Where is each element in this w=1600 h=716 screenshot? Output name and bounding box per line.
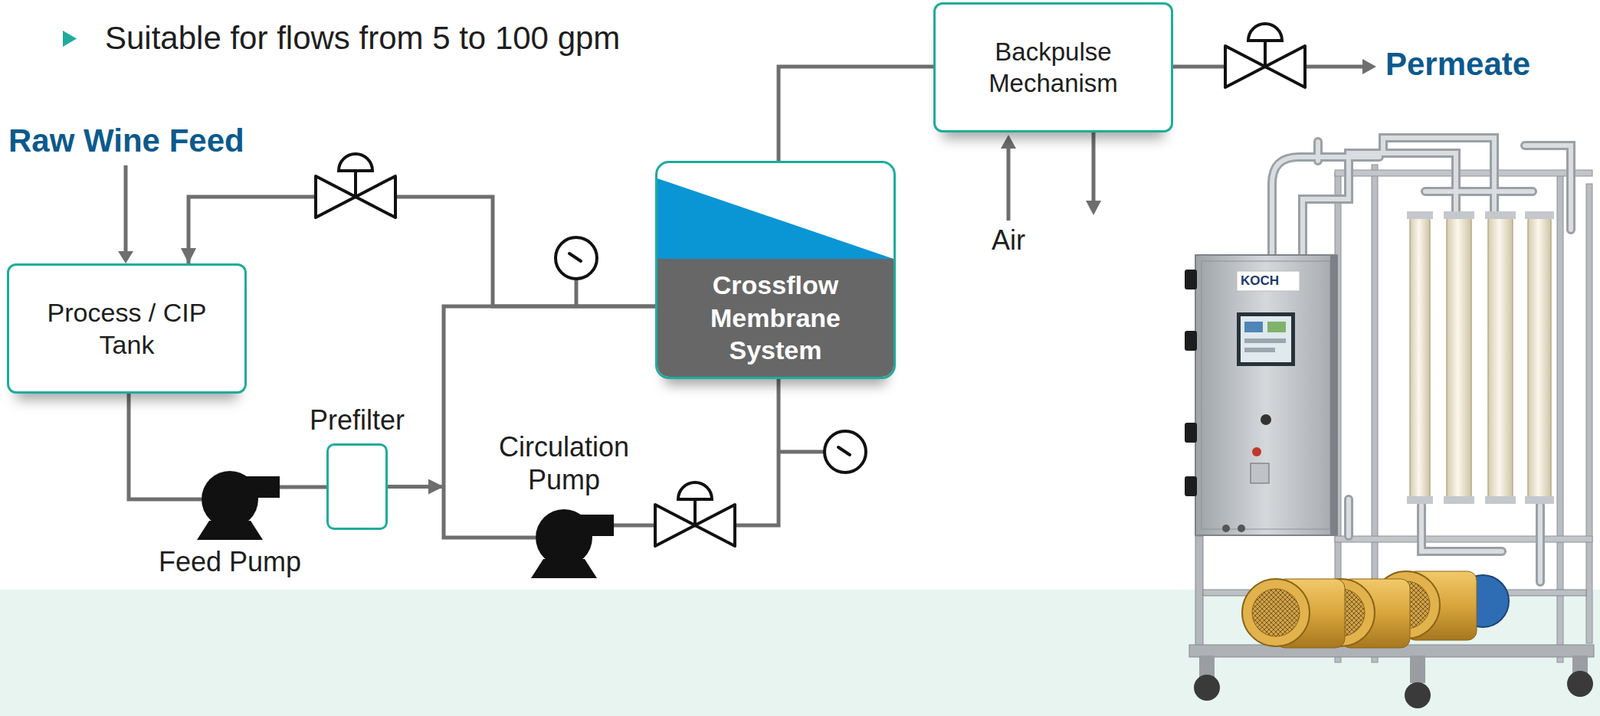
control-cabinet — [1184, 255, 1338, 536]
prefilter-box: Prefilter — [326, 443, 388, 531]
control-valve — [1225, 23, 1305, 88]
pipe-connector — [128, 393, 202, 500]
drain-arrow — [1085, 132, 1102, 216]
part-label: Prefilter — [309, 403, 405, 437]
membrane-box: Crossflow Membrane System — [655, 160, 896, 380]
membrane-tubes — [1406, 211, 1555, 505]
pump-symbol-node: Feed Pump — [195, 461, 288, 541]
feed-arrow — [118, 165, 134, 264]
pipe-connector — [613, 379, 779, 526]
control-valve — [315, 154, 396, 218]
logo-text: KOCH — [1240, 272, 1279, 290]
pipe-connector — [188, 196, 656, 307]
flow-label: Raw Wine Feed — [8, 121, 245, 161]
backpulse-box: Backpulse Mechanism — [933, 2, 1174, 133]
part-label: Circulation Pump — [479, 430, 649, 497]
pipe-connector — [387, 485, 444, 489]
membrane-text-area: Crossflow Membrane System — [657, 259, 894, 378]
pipe-connector — [443, 306, 656, 538]
flow-label: Permeate — [1385, 45, 1531, 84]
pump-symbol-node: Circulation Pump — [529, 499, 622, 580]
pressure-gauge — [778, 431, 866, 473]
casters — [1193, 655, 1594, 709]
box-text: Process / CIP Tank — [35, 296, 220, 362]
pump-symbol — [529, 499, 622, 580]
control-valve — [655, 482, 735, 547]
part-label: Feed Pump — [145, 545, 315, 579]
pipe-connector — [778, 66, 934, 161]
air-arrow — [1000, 134, 1017, 221]
bullet-marker — [62, 30, 77, 47]
skid-frame — [1334, 164, 1593, 663]
pressure-gauge — [555, 237, 597, 307]
box-text: Crossflow Membrane System — [691, 268, 860, 368]
pump-motors — [1242, 571, 1509, 649]
tank-box: Process / CIP Tank — [6, 263, 247, 394]
note-text: Suitable for flows from 5 to 100 gpm — [104, 19, 620, 58]
skid-base — [1189, 536, 1594, 658]
pipe-connector — [279, 485, 327, 490]
pump-symbol — [195, 461, 288, 541]
flow-label: Air — [991, 223, 1026, 257]
box-text: Backpulse Mechanism — [961, 36, 1146, 100]
